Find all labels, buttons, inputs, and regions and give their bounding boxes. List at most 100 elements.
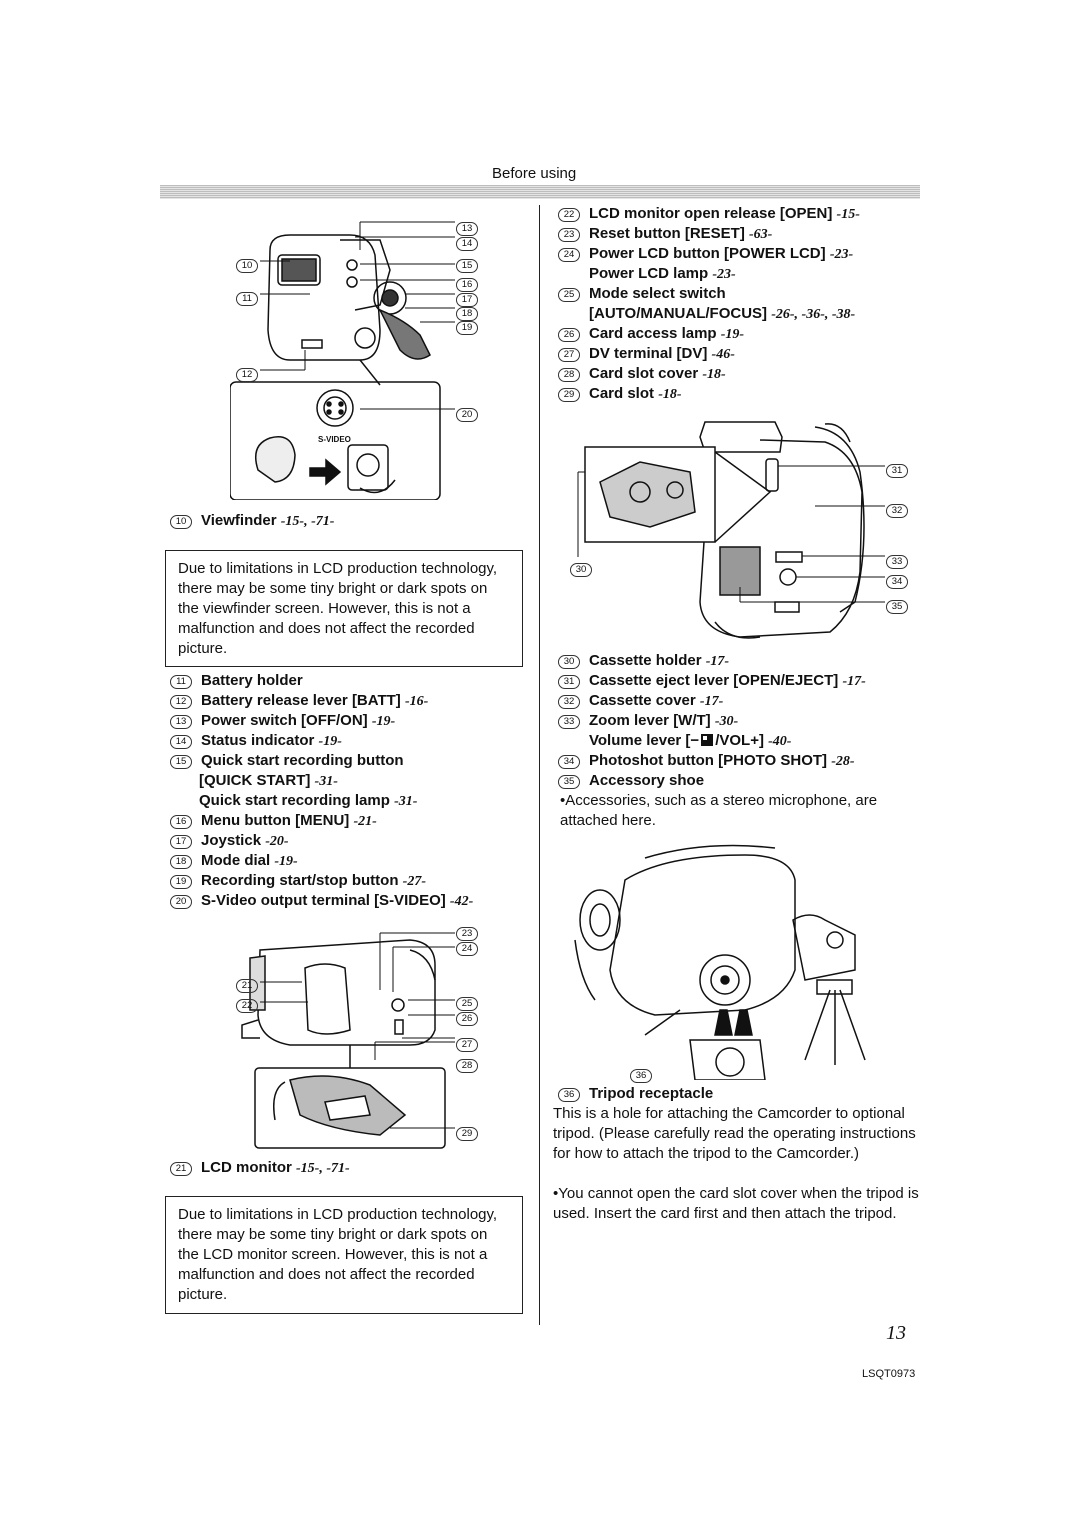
item-quick-start-cont: [QUICK START] -31- [199, 772, 338, 790]
note-text: Due to limitations in LCD production tec… [178, 1206, 498, 1303]
item-number: 17 [170, 835, 192, 849]
page-ref: -18- [658, 387, 682, 402]
item-number: 12 [170, 695, 192, 709]
item-label: Cassette cover [589, 692, 696, 709]
page-ref: -19- [371, 714, 396, 729]
page-ref: -16- [404, 694, 429, 709]
item-label: [QUICK START] [199, 772, 311, 789]
item-number: 35 [558, 775, 580, 789]
item-label: Mode dial [201, 852, 271, 869]
item-number: 10 [170, 515, 192, 529]
item-menu-button: 16 Menu button [MENU] -21- [170, 812, 377, 830]
callout-17: 17 [456, 293, 478, 307]
page-ref: -19- [318, 734, 342, 749]
item-number: 32 [558, 695, 580, 709]
item-label: LCD monitor open release [OPEN] [589, 205, 833, 222]
item-battery-release: 12 Battery release lever [BATT] -16- [170, 692, 428, 710]
callout-18: 18 [456, 307, 478, 321]
page-ref: -19- [274, 854, 298, 869]
page-ref: -18- [702, 367, 726, 382]
item-number: 18 [170, 855, 192, 869]
item-number: 20 [170, 895, 192, 909]
item-mode-dial: 18 Mode dial -19- [170, 852, 298, 870]
item-quick-start-lamp: Quick start recording lamp -31- [199, 792, 417, 810]
item-number: 29 [558, 388, 580, 402]
tripod-card-note: •You cannot open the card slot cover whe… [553, 1185, 919, 1222]
callout-29: 29 [456, 1127, 478, 1141]
item-label: Power switch [OFF/ON] [201, 712, 368, 729]
callout-30: 30 [570, 563, 592, 577]
item-label: Battery holder [201, 672, 303, 689]
callout-36: 36 [630, 1069, 652, 1083]
item-number: 16 [170, 815, 192, 829]
document-code: LSQT0973 [862, 1368, 916, 1380]
callout-26: 26 [456, 1012, 478, 1026]
note-text: Due to limitations in LCD production tec… [178, 560, 498, 657]
callout-19: 19 [456, 321, 478, 335]
item-label: Power LCD button [POWER LCD] [589, 245, 826, 262]
callout-21: 21 [236, 979, 258, 993]
item-label: Accessory shoe [589, 772, 705, 789]
item-number: 27 [558, 348, 580, 362]
item-number: 36 [558, 1088, 580, 1102]
item-card-access-lamp: 26 Card access lamp -19- [558, 325, 744, 343]
page-ref: -23- [712, 267, 736, 282]
item-label: Mode select switch [589, 285, 726, 302]
item-number: 21 [170, 1162, 192, 1176]
item-label: Card access lamp [589, 325, 717, 342]
item-number: 33 [558, 715, 580, 729]
callout-35: 35 [886, 600, 908, 614]
item-label: Recording start/stop button [201, 872, 399, 889]
item-label: LCD monitor [201, 1159, 292, 1176]
page-ref: -30- [714, 714, 739, 729]
callout-24: 24 [456, 942, 478, 956]
callout-31: 31 [886, 464, 908, 478]
item-label: Reset button [RESET] [589, 225, 745, 242]
callout-14: 14 [456, 237, 478, 251]
item-label: Viewfinder [201, 512, 277, 529]
item-label: Cassette holder [589, 652, 702, 669]
callout-27: 27 [456, 1038, 478, 1052]
item-label: Photoshot button [PHOTO SHOT] [589, 752, 828, 769]
item-number: 22 [558, 208, 580, 222]
item-label: Card slot cover [589, 365, 699, 382]
item-number: 28 [558, 368, 580, 382]
page-ref: -17- [842, 674, 866, 689]
callout-10: 10 [236, 259, 258, 273]
camcorder-viewfinder-side-illustration [230, 221, 455, 500]
item-label: Status indicator [201, 732, 315, 749]
item-number: 11 [170, 675, 192, 689]
page-ref: -28- [831, 754, 855, 769]
page-ref: -46- [711, 347, 735, 362]
item-label: Battery release lever [BATT] [201, 692, 401, 709]
page-ref: -19- [720, 327, 745, 342]
page-number: 13 [886, 1322, 906, 1344]
item-number: 15 [170, 755, 192, 769]
item-volume-lever: Volume lever [−/VOL+] -40- [589, 732, 791, 750]
item-label: Menu button [MENU] [201, 812, 350, 829]
page-ref: -63- [749, 227, 773, 242]
callout-12: 12 [236, 368, 258, 382]
item-label: Quick start recording button [201, 752, 404, 769]
page-ref: -20- [265, 834, 289, 849]
item-quick-start-button: 15 Quick start recording button [170, 752, 404, 769]
page-ref: -21- [353, 814, 377, 829]
item-label: Power LCD lamp [589, 265, 709, 282]
item-number: 26 [558, 328, 580, 342]
item-number: 14 [170, 735, 192, 749]
camcorder-bottom-tripod-illustration [574, 844, 866, 1080]
callout-15: 15 [456, 259, 478, 273]
page-ref: -17- [699, 694, 724, 709]
item-label: Quick start recording lamp [199, 792, 390, 809]
page-ref: -15-, -71- [296, 1161, 350, 1176]
callout-23: 23 [456, 927, 478, 941]
item-cassette-cover: 32 Cassette cover -17- [558, 692, 723, 710]
page-ref: -31- [314, 774, 338, 789]
